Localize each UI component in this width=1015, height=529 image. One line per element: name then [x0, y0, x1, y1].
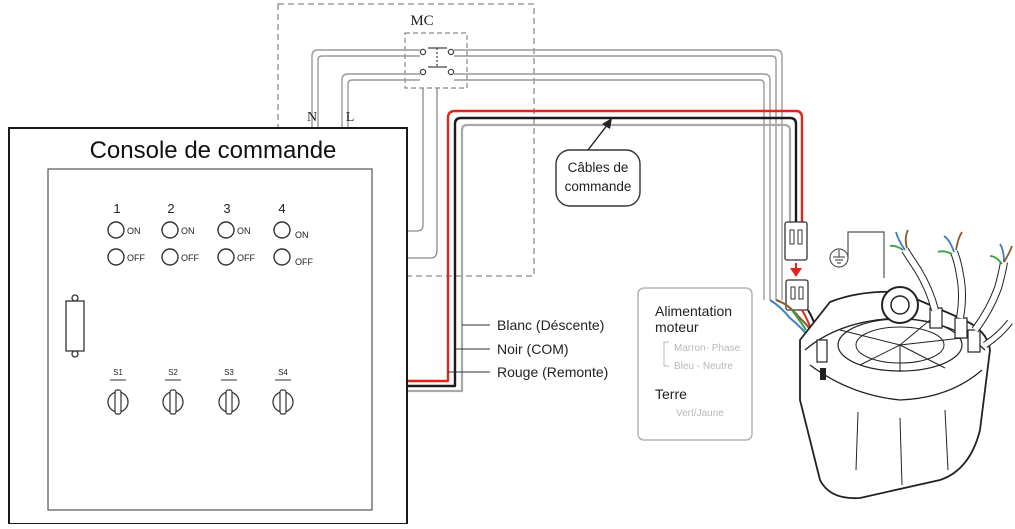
- power-title-line2: moteur: [655, 319, 699, 335]
- pilot-lamp-group-1: 1 ON OFF: [107, 201, 145, 266]
- pilot-number: 1: [113, 201, 120, 216]
- console-inner-panel: [47, 168, 373, 511]
- earth-icon: [829, 231, 885, 278]
- off-label: OFF: [127, 253, 145, 263]
- on-label: ON: [237, 226, 251, 236]
- earth-title: Terre: [655, 386, 687, 402]
- red-wire: [290, 109, 804, 383]
- selector-switch-1[interactable]: S1: [107, 368, 129, 415]
- switch-label: S1: [113, 368, 123, 377]
- tubular-motor-icon: [799, 286, 991, 500]
- off-lamp-icon[interactable]: [107, 248, 125, 266]
- on-label: ON: [127, 226, 141, 236]
- earth-color-text: Vert/Jaune: [676, 408, 724, 419]
- power-title-line1: Alimentation: [655, 303, 732, 319]
- label-black-wire: Noir (COM): [497, 341, 569, 357]
- on-label: ON: [181, 226, 195, 236]
- n-wire: [311, 49, 783, 300]
- label-white-wire: Blanc (Déscente): [497, 317, 604, 333]
- pilot-lamp-group-4: 4 ON OFF: [273, 201, 313, 267]
- motor-cable-bundles: [889, 229, 1013, 348]
- control-connector-icon: [784, 221, 809, 311]
- pilot-lamp-group-3: 3 ON OFF: [217, 201, 255, 266]
- off-label: OFF: [295, 257, 313, 267]
- phase-text: Marron- Phase: [674, 343, 741, 354]
- off-label: OFF: [237, 253, 255, 263]
- white-wire: [290, 123, 792, 393]
- on-label: ON: [295, 230, 309, 240]
- selector-switch-2[interactable]: S2: [162, 368, 184, 415]
- off-lamp-icon[interactable]: [273, 248, 291, 266]
- console-title: Console de commande: [90, 137, 337, 164]
- on-lamp-icon[interactable]: [161, 221, 179, 239]
- cables-callout: Câbles de commande: [555, 118, 641, 207]
- off-label: OFF: [181, 253, 199, 263]
- l-wire: [341, 73, 771, 300]
- off-lamp-icon[interactable]: [217, 248, 235, 266]
- pilot-wires: [296, 88, 438, 259]
- switch-label: S4: [278, 368, 288, 377]
- pilot-lamp-group-2: 2 ON OFF: [161, 201, 199, 266]
- wire-label-leaders: [448, 324, 490, 373]
- pilot-number: 2: [167, 201, 174, 216]
- l-label: L: [346, 110, 355, 125]
- neutral-text: Bleu - Neutre: [674, 361, 733, 372]
- pilot-number: 4: [278, 201, 285, 216]
- mc-label: MC: [410, 13, 433, 29]
- control-cables: [290, 109, 804, 393]
- black-wire: [290, 116, 798, 388]
- label-red-wire: Rouge (Remonte): [497, 364, 608, 380]
- switch-label: S3: [224, 368, 234, 377]
- pilot-number: 3: [223, 201, 230, 216]
- selector-switch-3[interactable]: S3: [218, 368, 240, 415]
- callout-line1: Câbles de: [568, 160, 629, 175]
- n-label: N: [307, 110, 317, 125]
- contactor-box: [404, 32, 468, 89]
- contactor-contacts: [419, 47, 455, 76]
- callout-line2: commande: [565, 179, 632, 194]
- fuse-holder-icon: [65, 294, 85, 358]
- on-lamp-icon[interactable]: [217, 221, 235, 239]
- on-lamp-icon[interactable]: [107, 221, 125, 239]
- off-lamp-icon[interactable]: [161, 248, 179, 266]
- on-lamp-icon[interactable]: [273, 221, 291, 239]
- motor-info-box: Alimentation moteur Marron- Phase Bleu -…: [637, 287, 753, 441]
- switch-label: S2: [168, 368, 178, 377]
- selector-switch-4[interactable]: S4: [272, 368, 294, 415]
